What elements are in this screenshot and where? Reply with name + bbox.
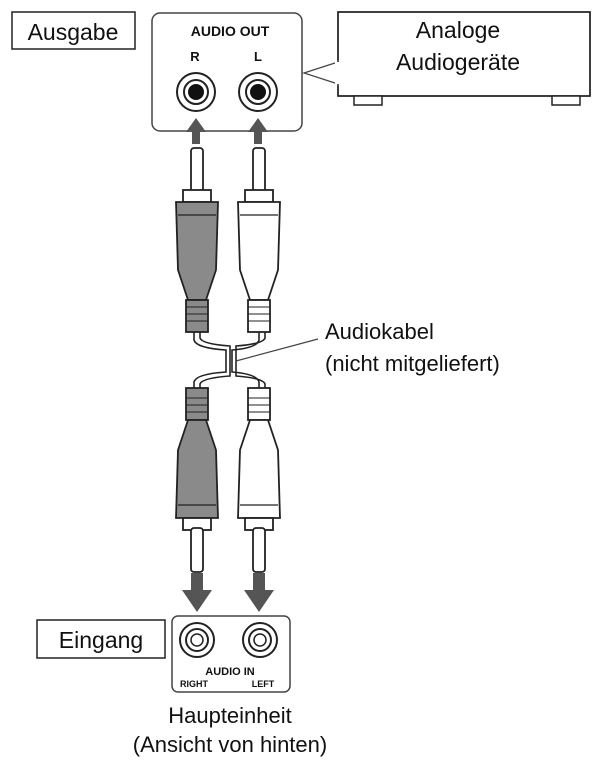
arrow-up-left-channel [248, 118, 268, 144]
audio-in-right-label: RIGHT [180, 679, 209, 689]
input-label-box: Eingang [36, 619, 166, 659]
audio-in-label: AUDIO IN [205, 666, 255, 678]
audio-out-r-jack [176, 72, 216, 112]
audio-out-panel: AUDIO OUT R L [151, 12, 303, 132]
audio-cable-wires [193, 332, 266, 390]
upper-white-plug [237, 147, 281, 333]
jack-l-label: L [254, 49, 262, 64]
cable-label-line2: (nicht mitgeliefert) [325, 351, 500, 376]
audio-in-left-jack [242, 622, 278, 658]
cable-label-line1: Audiokabel [325, 319, 434, 344]
upper-red-plug [175, 147, 219, 333]
output-label: Ausgabe [28, 19, 119, 45]
device-label-line1: Analoge [416, 17, 500, 43]
audio-in-right-jack [179, 622, 215, 658]
analog-audio-device: Analoge Audiogeräte [302, 11, 591, 106]
audio-out-label: AUDIO OUT [191, 23, 270, 39]
arrow-up-right-channel [186, 118, 206, 144]
output-label-box: Ausgabe [11, 11, 136, 50]
main-unit-label-line1: Haupteinheit [168, 703, 292, 728]
audio-out-l-jack [238, 72, 278, 112]
cable-callout: Audiokabel (nicht mitgeliefert) [235, 319, 500, 376]
lower-red-plug [175, 387, 219, 573]
audio-in-panel: AUDIO IN RIGHT LEFT [171, 615, 291, 693]
arrow-down-right-channel [182, 573, 212, 612]
main-unit-label-line2: (Ansicht von hinten) [133, 732, 327, 757]
arrow-down-left-channel [244, 573, 274, 612]
device-label-line2: Audiogeräte [396, 49, 520, 75]
audio-in-left-label: LEFT [252, 679, 275, 689]
jack-r-label: R [190, 49, 200, 64]
input-label: Eingang [59, 627, 143, 653]
lower-white-plug [237, 387, 281, 573]
